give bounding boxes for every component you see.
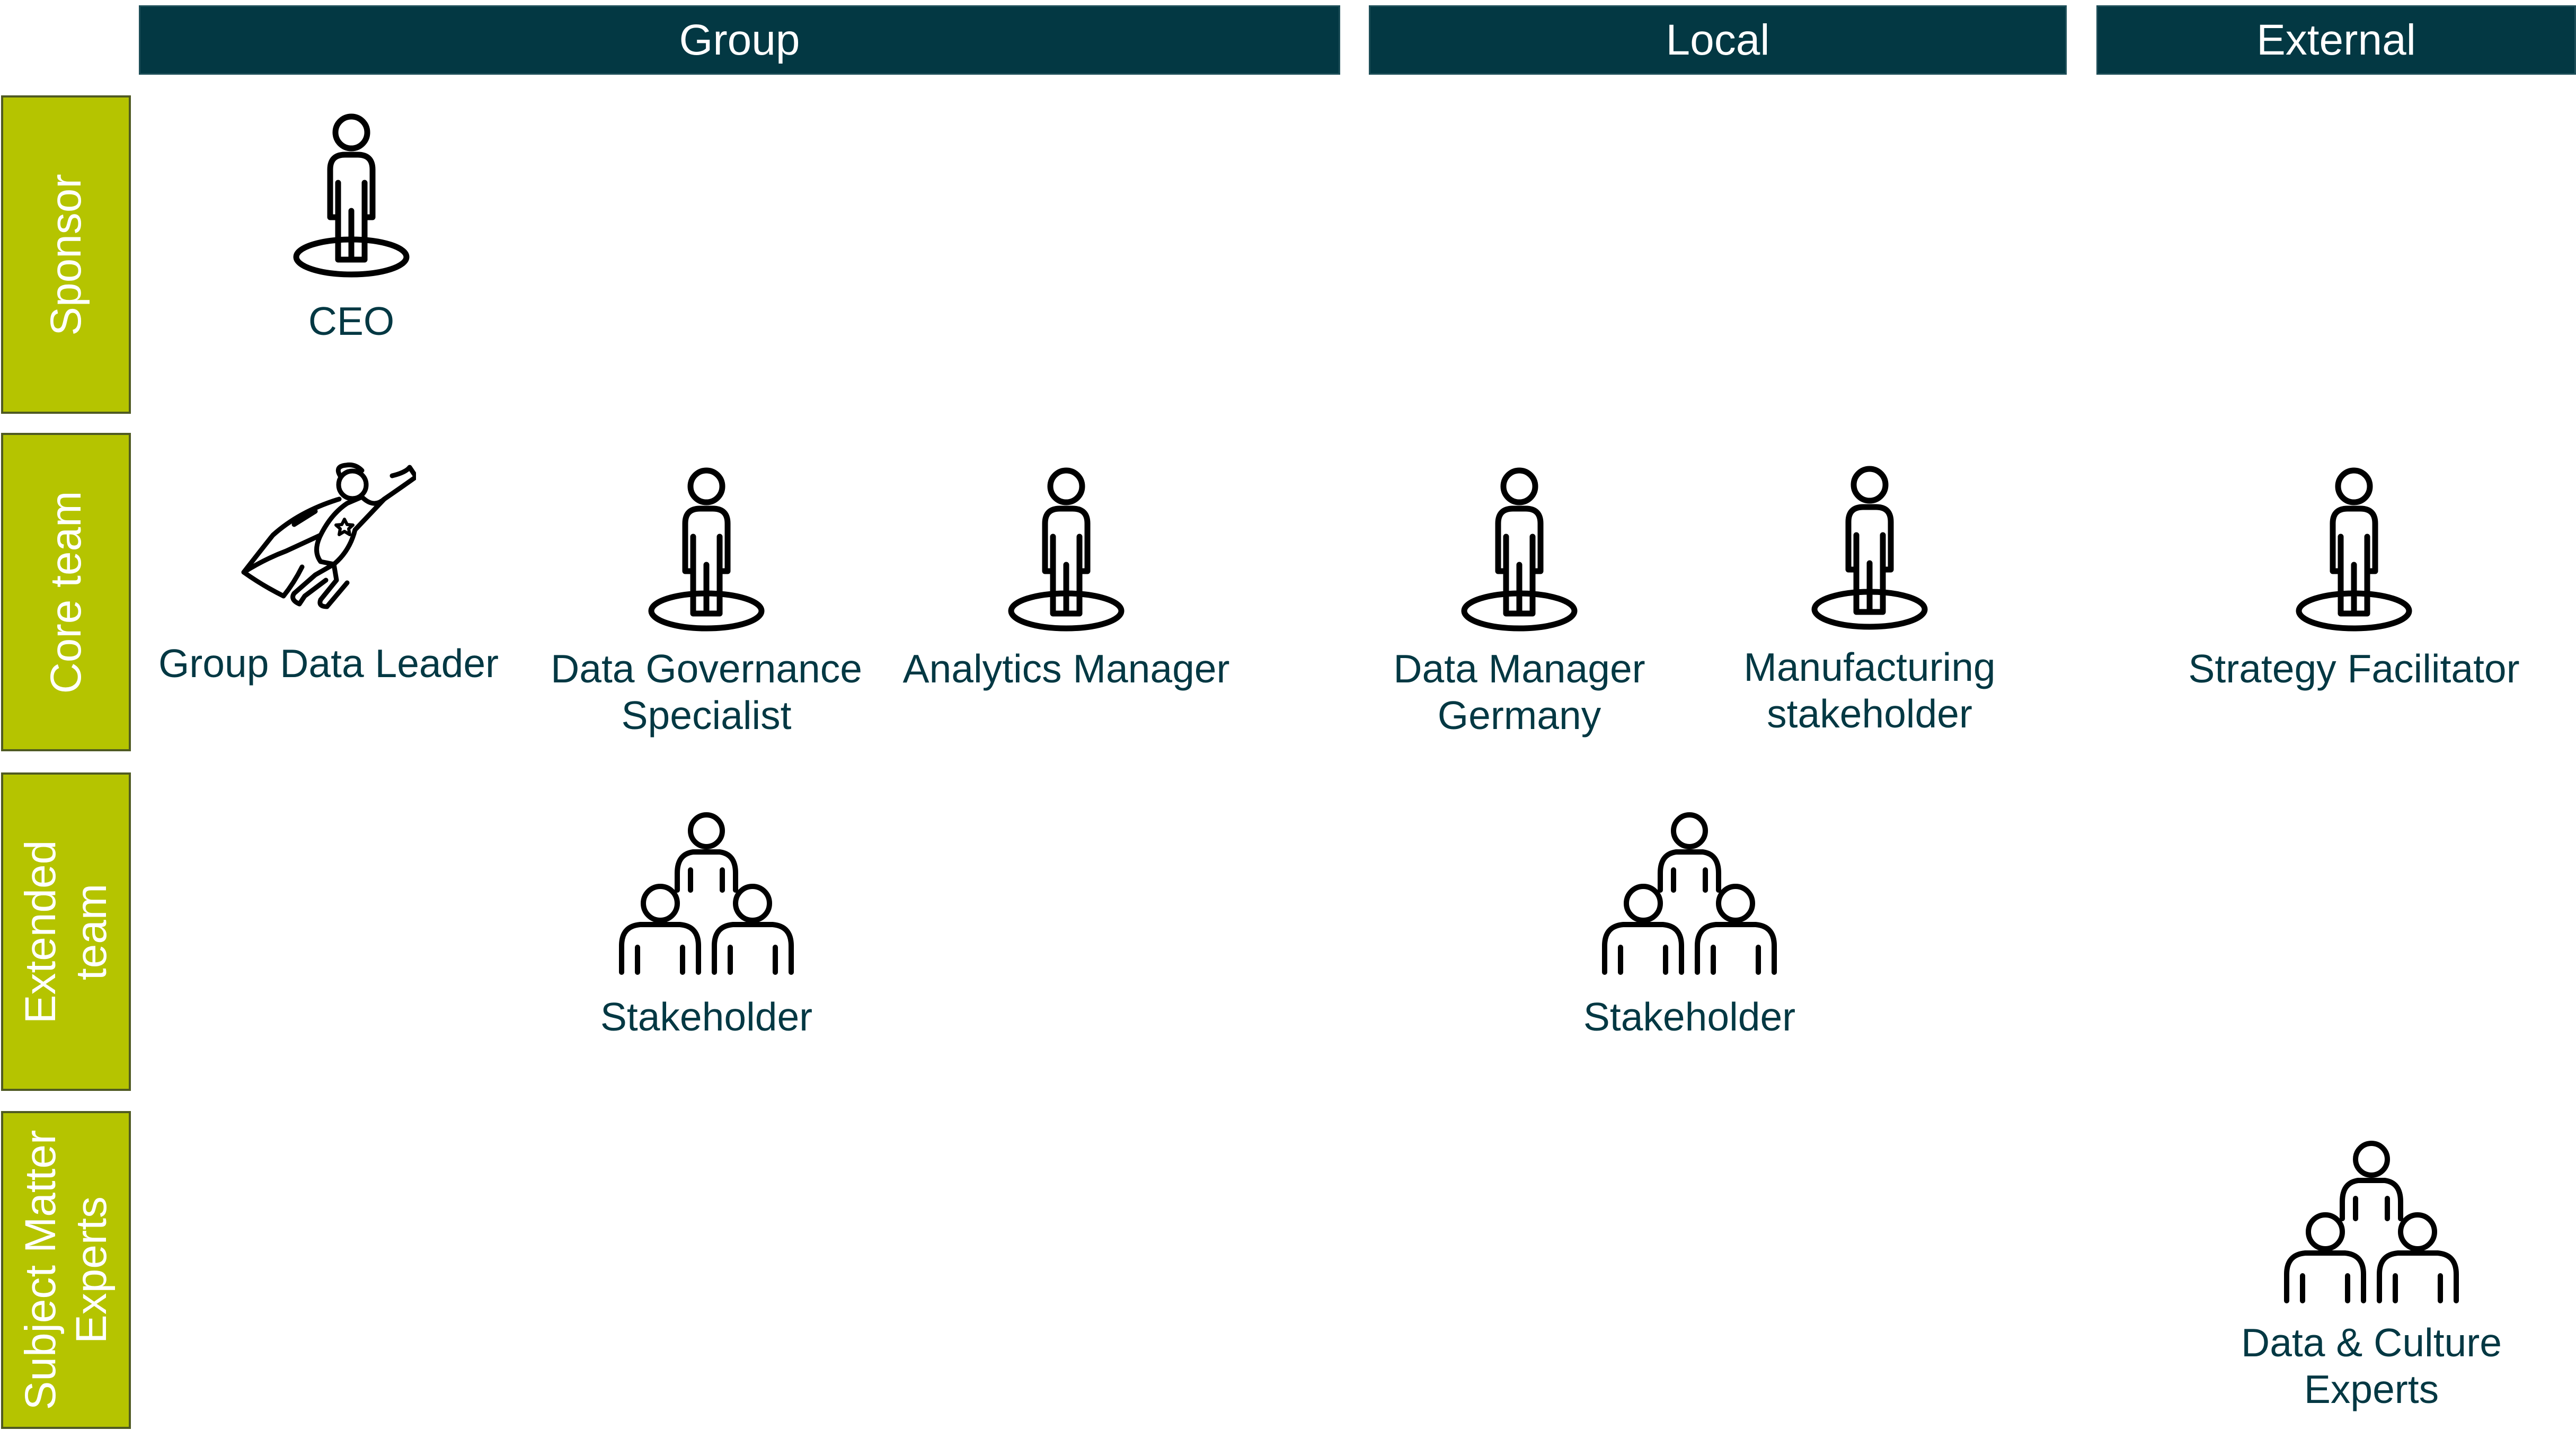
role-label: Manufacturing — [1743, 645, 1996, 689]
people-group-icon — [2284, 1139, 2459, 1303]
role-analytics-manager: Analytics Manager — [881, 465, 1252, 692]
column-header-label: External — [2256, 15, 2416, 64]
role-strategy-facilitator: Strategy Facilitator — [2168, 465, 2539, 692]
role-stakeholder-group: Stakeholder — [521, 811, 892, 1040]
role-label: CEO — [308, 299, 395, 343]
role-label: Data & Culture — [2241, 1320, 2502, 1365]
row-header-sponsor: Sponsor — [1, 95, 131, 414]
role-data-governance-specialist: Data Governance Specialist — [521, 465, 892, 739]
role-data-culture-experts: Data & Culture Experts — [2186, 1139, 2557, 1413]
role-label: Group Data Leader — [158, 641, 499, 686]
row-label-line: Core team — [41, 491, 90, 694]
column-header-local: Local — [1369, 5, 2067, 75]
row-header-core-team: Core team — [1, 433, 131, 751]
row-label-line: Extended — [16, 840, 65, 1024]
person-on-pedestal-icon — [1461, 465, 1578, 635]
role-label: Stakeholder — [600, 994, 813, 1039]
role-stakeholder-local: Stakeholder — [1504, 811, 1875, 1040]
row-header-label: Core team — [41, 491, 92, 694]
role-label: Germany — [1437, 693, 1601, 738]
person-on-pedestal-icon — [2296, 465, 2412, 635]
person-on-pedestal-icon — [1811, 464, 1928, 633]
column-header-label: Group — [679, 15, 800, 64]
role-label: Data Manager — [1393, 646, 1645, 691]
role-group-data-leader: Group Data Leader — [143, 461, 514, 687]
row-label-line: Sponsor — [41, 173, 90, 336]
row-label-line: Experts — [67, 1196, 116, 1344]
flying-superhero-icon — [241, 461, 416, 609]
role-label: Analytics Manager — [902, 646, 1230, 691]
role-ceo: CEO — [245, 111, 457, 344]
row-label-line: Subject Matter — [16, 1130, 65, 1410]
role-label: stakeholder — [1767, 691, 1972, 736]
role-manufacturing-stakeholder: Manufacturing stakeholder — [1684, 464, 2055, 737]
person-on-pedestal-icon — [1008, 465, 1125, 635]
person-on-pedestal-icon — [293, 111, 410, 281]
role-data-manager-germany: Data Manager Germany — [1334, 465, 1705, 739]
row-label-line: team — [67, 883, 116, 980]
role-label: Specialist — [621, 693, 792, 738]
column-header-group: Group — [139, 5, 1340, 75]
column-header-label: Local — [1666, 15, 1770, 64]
row-header-label: Sponsor — [41, 174, 92, 335]
role-label: Stakeholder — [1583, 994, 1796, 1039]
column-header-external: External — [2096, 5, 2576, 75]
people-group-icon — [1602, 811, 1777, 975]
role-label: Data Governance — [551, 646, 862, 691]
role-label: Experts — [2304, 1367, 2439, 1411]
person-on-pedestal-icon — [648, 465, 765, 635]
role-label: Strategy Facilitator — [2188, 646, 2520, 691]
people-group-icon — [619, 811, 794, 975]
